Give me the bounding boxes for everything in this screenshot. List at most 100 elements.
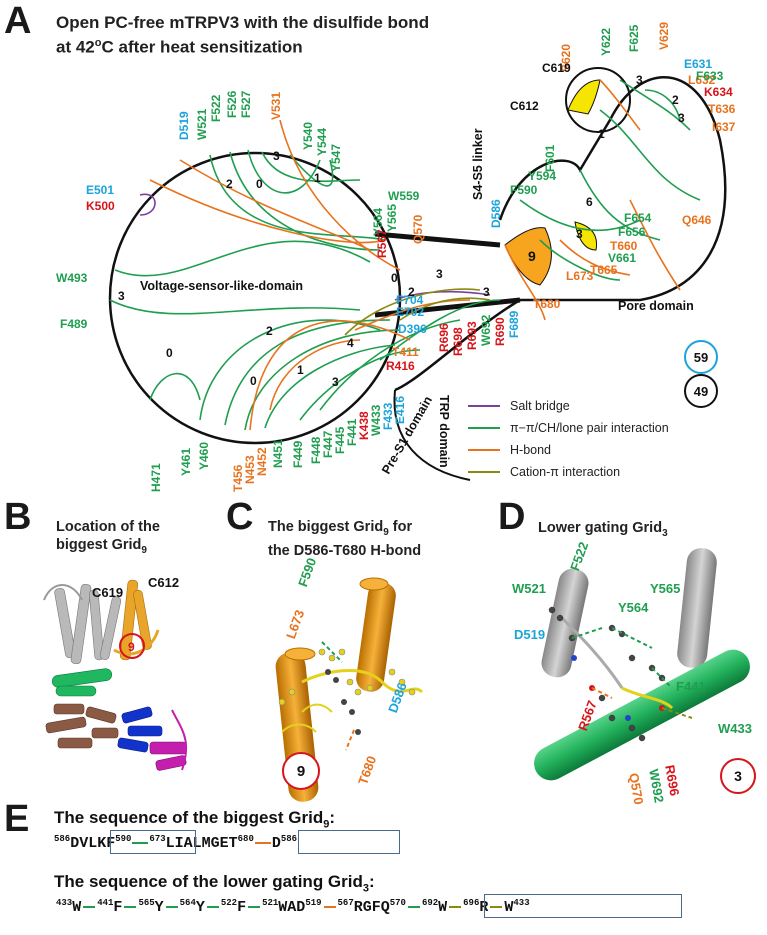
grid-num-7: 0 [250, 374, 257, 388]
legend-swatch-hbond [468, 449, 500, 451]
residue-e702: E702 [396, 305, 425, 319]
residue-f704: F704 [396, 293, 424, 307]
panel-letter-a: A [4, 0, 32, 42]
residue-f689: F689 [507, 310, 521, 338]
legend-label-pi: π−π/CH/lone pair interaction [510, 421, 669, 435]
region-pore: Pore domain [618, 299, 694, 313]
panel-a-title-line2: at 42oC after heat sensitization [56, 37, 303, 57]
seq1-box-right [298, 830, 400, 854]
green-helix-lower [534, 649, 750, 781]
grid-num-21: 3 [678, 111, 685, 125]
helix-cylinder-right-cap [359, 577, 389, 591]
grid-num-20: 2 [672, 93, 679, 107]
region-s4s5: S4-S5 linker [471, 128, 485, 200]
hbond-dashed-top [321, 641, 343, 663]
grid-num-10: 4 [347, 336, 354, 350]
residue-t660: T660 [610, 239, 638, 253]
residue-c619: C619 [542, 61, 571, 75]
residue-l632: L632 [688, 73, 716, 87]
legend-label-hbond: H-bond [510, 443, 551, 457]
s4s5-linker [374, 231, 501, 248]
residue-q646: Q646 [682, 213, 712, 227]
residue-v661: V661 [608, 251, 637, 265]
grid-num-1: 2 [226, 177, 233, 191]
grid-num-8: 1 [297, 363, 304, 377]
residue-y544: Y544 [315, 127, 329, 156]
grid-num-9: 3 [332, 375, 339, 389]
legend-label-salt: Salt bridge [510, 399, 570, 413]
residue-y622: Y622 [599, 27, 613, 56]
structure-gray [43, 583, 122, 665]
residue-w692: W692 [479, 314, 493, 346]
panel-e-title2: The sequence of the lower gating Grid3: [54, 872, 375, 895]
seq2-box [484, 894, 682, 918]
residue-h471: H471 [149, 463, 163, 492]
panel-c-title-line2: the D586-T680 H-bond [268, 542, 422, 559]
residue-r416: R416 [386, 359, 415, 373]
grid-9-marker-label: 9 [128, 640, 135, 654]
panel-d-d519: D519 [514, 627, 546, 642]
residue-f449: F449 [291, 440, 305, 468]
residue-n451: N451 [271, 439, 285, 468]
structure-green [51, 668, 113, 697]
panel-letter-b: B [4, 496, 32, 538]
pore-lower-arc [393, 389, 471, 481]
residue-d519: D519 [177, 111, 191, 140]
ball-stick-residues [278, 648, 416, 706]
panel-c-title: The biggest Grid9 for the D586-T680 H-bo… [268, 518, 421, 560]
count-circle-blue: 59 [684, 340, 718, 374]
panel-d-grid-marker: 3 [720, 758, 756, 794]
grid-num-14: 3 [483, 285, 490, 299]
panel-a-title-line1: Open PC-free mTRPV3 with the disulfide b… [56, 13, 430, 32]
panel-b-c612: C612 [148, 575, 180, 590]
grid-num-13: 3 [436, 267, 443, 281]
panel-letter-d: D [498, 496, 526, 538]
dark-atoms [325, 669, 361, 735]
residue-k634: K634 [704, 85, 733, 99]
grid-num-11: 2 [408, 285, 415, 299]
grid-wedge-top [567, 79, 601, 115]
gray-helix-right [677, 548, 717, 668]
grid-9-marker [119, 633, 145, 659]
grid-num-5: 0 [166, 346, 173, 360]
legend-swatch-salt [468, 405, 500, 407]
panel-b-title-line2: biggest Grid9 [56, 537, 147, 556]
interaction-dashes [571, 627, 693, 719]
legend-salt-bridge: Salt bridge [468, 396, 570, 416]
panel-a-diagram [108, 67, 727, 481]
salt-bridge-lines [139, 193, 491, 301]
residue-v531: V531 [269, 91, 283, 120]
legend-pi: π−π/CH/lone pair interaction [468, 418, 669, 438]
residue-v629: V629 [657, 21, 671, 50]
residue-y547: Y547 [329, 143, 343, 172]
residue-w493: W493 [56, 271, 88, 285]
pi-interaction-lines [109, 79, 701, 431]
panel-d-w521: W521 [512, 581, 546, 596]
region-trp: TRP domain [437, 395, 451, 468]
residue-e416: E416 [393, 395, 407, 424]
grid-num-12: 0 [391, 271, 398, 285]
residue-f656: F656 [618, 225, 646, 239]
residue-c612: C612 [510, 99, 539, 113]
panel-letter-e: E [4, 798, 30, 840]
residue-f522: F522 [209, 94, 223, 122]
panel-a-title: Open PC-free mTRPV3 with the disulfide b… [56, 12, 429, 58]
residue-f654: F654 [624, 211, 652, 225]
residue-d396: D396 [398, 322, 427, 336]
grid-num-17: 6 [586, 195, 593, 209]
residue-w521: W521 [195, 108, 209, 140]
grid-num-19: 3 [636, 73, 643, 87]
yellow-loop [621, 686, 674, 710]
structure-blue [117, 706, 163, 753]
legend-label-cation: Cation-π interaction [510, 465, 621, 479]
cation-pi-lines [344, 288, 491, 336]
residue-t411: T411 [392, 345, 419, 359]
residue-q570: Q570 [411, 214, 425, 244]
grid-num-2: 0 [256, 177, 263, 191]
residue-r690: R690 [493, 317, 507, 346]
residue-w559: W559 [388, 189, 420, 203]
residue-y565: Y565 [385, 203, 399, 232]
panel-letter-c: C [226, 496, 254, 538]
residue-e501: E501 [86, 183, 115, 197]
